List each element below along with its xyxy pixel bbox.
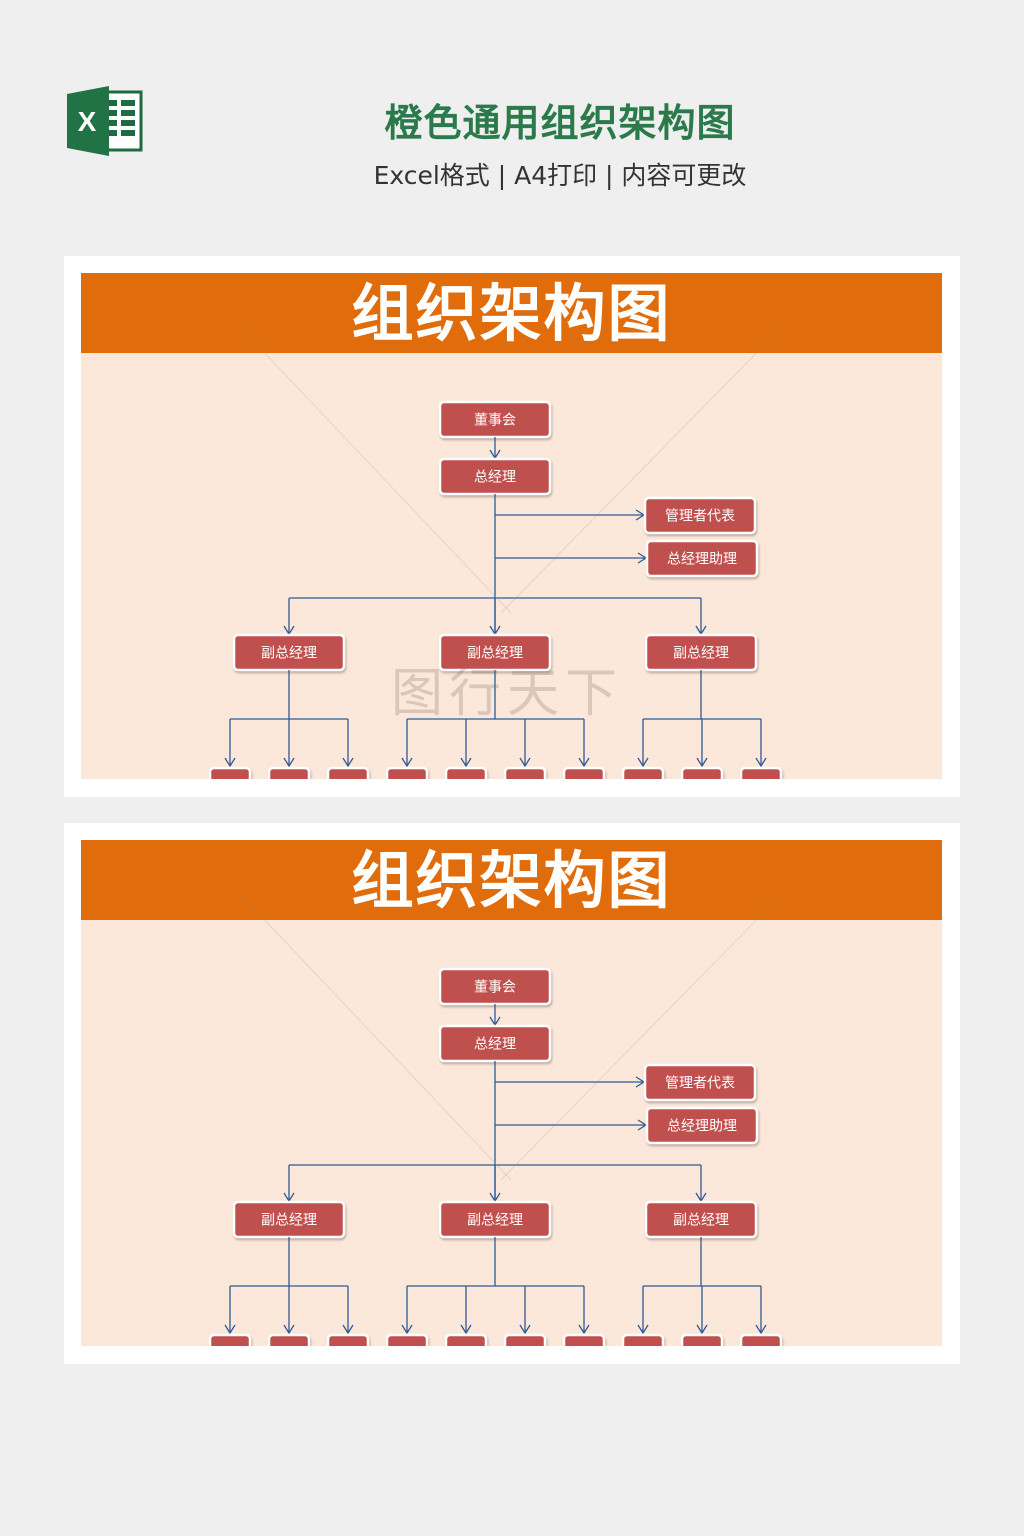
svg-text:X: X (78, 106, 97, 137)
box-department (208, 1333, 252, 1346)
box-department (326, 766, 370, 779)
arrow-icon (755, 1324, 767, 1335)
preview-panel-2: 组织架构图 董事会总经理管理者代表总经理助理副总经理 副总经理 副总经理 (64, 823, 960, 1364)
box-staff-label: 总经理助理 (667, 552, 737, 568)
box-general-manager-label: 总经理 (474, 1037, 516, 1053)
box-board-label: 董事会 (474, 413, 516, 429)
arrow-icon (342, 1324, 354, 1335)
box-department (444, 766, 488, 779)
box-department (562, 766, 606, 779)
box-staff (643, 1063, 757, 1102)
arrow-icon (696, 1324, 708, 1335)
arrow-icon (696, 757, 708, 768)
page-title: 橙色通用组织架构图 (384, 101, 736, 145)
arrow-icon (519, 757, 531, 768)
box-department (385, 1333, 429, 1346)
box-general-manager-label: 总经理 (474, 470, 516, 486)
chart-heading: 组织架构图 (81, 840, 942, 920)
box-vice-manager-label: 副总经理 (467, 1213, 523, 1229)
box-department (267, 1333, 311, 1346)
arrow-icon (342, 757, 354, 768)
arrow-icon (401, 1324, 413, 1335)
box-vice-manager-label: 副总经理 (261, 646, 317, 662)
box-department (680, 1333, 724, 1346)
box-department (385, 766, 429, 779)
arrow-icon (224, 1324, 236, 1335)
box-department (739, 766, 783, 779)
watermark: 图行天下 (391, 664, 624, 724)
box-staff-label: 总经理助理 (667, 1119, 737, 1135)
excel-logo-icon: X (67, 86, 143, 156)
box-staff-label: 管理者代表 (665, 509, 735, 525)
box-staff-label: 管理者代表 (665, 1076, 735, 1092)
chart-heading: 组织架构图 (81, 273, 942, 353)
arrow-icon (460, 1324, 472, 1335)
box-department (621, 766, 665, 779)
watermark-line (500, 894, 782, 1181)
arrow-icon (637, 1324, 649, 1335)
box-department (326, 1333, 370, 1346)
arrow-icon (578, 757, 590, 768)
arrow-icon (401, 757, 413, 768)
box-department (562, 1333, 606, 1346)
preview-panel-1: 组织架构图 董事会总经理管理者代表总经理助理副总经理 副总经理 副总经理 图行天下 (64, 256, 960, 797)
box-staff (645, 539, 759, 578)
box-vice-manager-label: 副总经理 (467, 646, 523, 662)
box-department (208, 766, 252, 779)
watermark-line (240, 327, 512, 614)
arrow-icon (637, 757, 649, 768)
box-department (503, 1333, 547, 1346)
box-department (739, 1333, 783, 1346)
box-vice-manager-label: 副总经理 (673, 646, 729, 662)
arrow-icon (224, 757, 236, 768)
box-department (503, 766, 547, 779)
box-vice-manager-label: 副总经理 (261, 1213, 317, 1229)
box-department (267, 766, 311, 779)
box-staff (643, 496, 757, 535)
box-department (444, 1333, 488, 1346)
arrow-icon (283, 757, 295, 768)
box-vice-manager-label: 副总经理 (673, 1213, 729, 1229)
box-staff (645, 1106, 759, 1145)
arrow-icon (755, 757, 767, 768)
box-board-label: 董事会 (474, 980, 516, 996)
arrow-icon (460, 757, 472, 768)
box-department (680, 766, 724, 779)
arrow-icon (283, 1324, 295, 1335)
page-subtitle: Excel格式 | A4打印 | 内容可更改 (373, 161, 747, 190)
watermark-line (240, 894, 512, 1181)
arrow-icon (519, 1324, 531, 1335)
arrow-icon (578, 1324, 590, 1335)
box-department (621, 1333, 665, 1346)
watermark-line (500, 327, 782, 614)
